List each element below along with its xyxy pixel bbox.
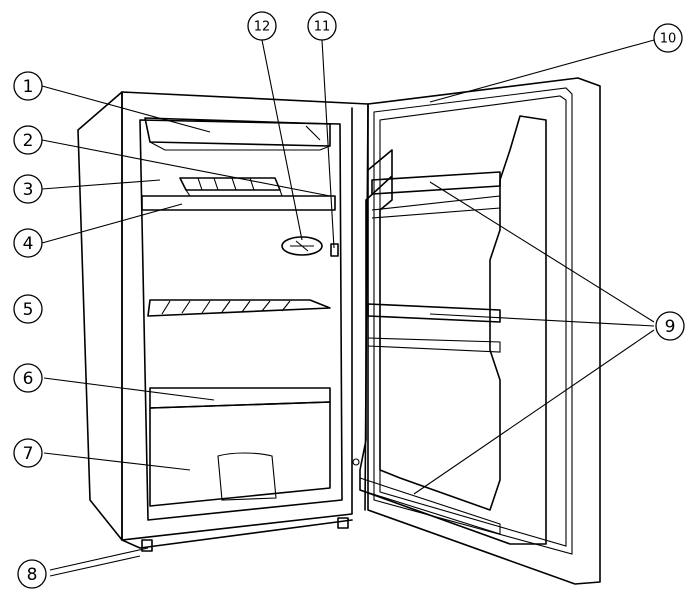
leader-11 bbox=[321, 39, 335, 249]
leader-9c bbox=[413, 329, 655, 495]
leader-lines bbox=[41, 39, 655, 577]
callout-7: 7 bbox=[13, 438, 43, 468]
leader-8b bbox=[49, 555, 141, 577]
callout-10: 10 bbox=[653, 23, 683, 53]
callout-2: 2 bbox=[13, 125, 43, 155]
leader-9b bbox=[429, 313, 655, 327]
callout-4: 4 bbox=[13, 228, 43, 258]
callout-label-9: 9 bbox=[665, 317, 676, 337]
callout-1: 1 bbox=[13, 71, 43, 101]
leader-8a bbox=[49, 547, 149, 571]
callout-label-10: 10 bbox=[660, 32, 677, 47]
leader-2 bbox=[41, 139, 331, 197]
callout-11: 11 bbox=[307, 11, 337, 41]
callout-label-1: 1 bbox=[23, 77, 34, 97]
callout-label-8: 8 bbox=[27, 565, 38, 585]
freezer-compartment bbox=[144, 117, 331, 151]
leader-9a bbox=[429, 181, 655, 323]
leader-4 bbox=[41, 203, 183, 244]
crisper-drawer bbox=[149, 401, 331, 507]
leader-10 bbox=[429, 39, 655, 103]
leader-3 bbox=[41, 179, 161, 190]
callout-6: 6 bbox=[13, 363, 43, 393]
callout-label-11: 11 bbox=[314, 20, 331, 35]
light-switch bbox=[330, 243, 339, 257]
wire-shelf bbox=[147, 299, 331, 317]
callout-label-12: 12 bbox=[254, 20, 271, 35]
thermostat-knob bbox=[281, 236, 323, 256]
callout-12: 12 bbox=[247, 11, 277, 41]
callout-label-6: 6 bbox=[23, 369, 34, 389]
door bbox=[352, 77, 601, 585]
callout-label-3: 3 bbox=[23, 180, 34, 200]
ice-cube-tray bbox=[179, 177, 283, 197]
callout-label-7: 7 bbox=[23, 444, 34, 464]
cabinet bbox=[77, 91, 369, 552]
leader-12 bbox=[261, 39, 303, 241]
front-foot bbox=[141, 539, 153, 552]
leader-7 bbox=[43, 452, 191, 471]
callout-label-2: 2 bbox=[23, 131, 34, 151]
leader-6 bbox=[43, 377, 215, 401]
callout-9: 9 bbox=[655, 311, 685, 341]
drip-tray bbox=[141, 195, 336, 211]
leader-1 bbox=[41, 85, 211, 133]
side-foot bbox=[337, 517, 349, 529]
callout-8: 8 bbox=[17, 559, 47, 589]
callout-label-4: 4 bbox=[23, 234, 34, 254]
callout-5: 5 bbox=[13, 294, 43, 324]
callout-3: 3 bbox=[13, 174, 43, 204]
callout-label-5: 5 bbox=[23, 300, 34, 320]
